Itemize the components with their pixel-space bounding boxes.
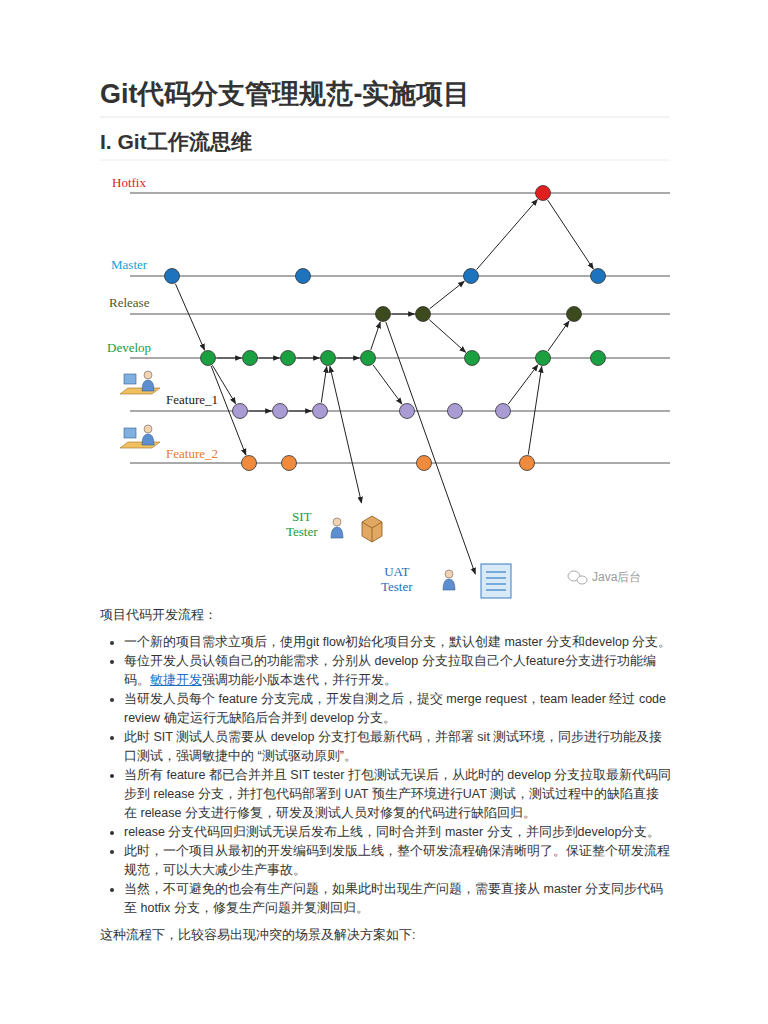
paragraph: 项目代码开发流程： (100, 606, 672, 625)
commit-dot (400, 404, 415, 419)
commit-dot (165, 269, 180, 284)
merge-arrow (373, 365, 402, 404)
merge-arrow (289, 411, 312, 412)
commit-dot (465, 351, 480, 366)
section-heading: I. Git工作流思维 (100, 128, 252, 156)
commit-dots (165, 186, 606, 471)
bullet-text: 当研发人员每个 feature 分支完成，开发自测之后，提交 merge req… (124, 692, 666, 725)
bullet-text: 此时，一个项目从最初的开发编码到发版上线，整个研发流程确保清晰明了。保证整个研发… (124, 844, 670, 877)
developer-desk-icon (120, 428, 160, 448)
commit-dot (242, 456, 257, 471)
commit-dot (361, 351, 376, 366)
branch-name: Master (110, 257, 148, 272)
commit-dot (591, 269, 606, 284)
merge-arrow (337, 358, 360, 359)
bullet-text: release 分支代码回归测试无误后发布上线，同时合并到 master 分支，… (124, 825, 660, 839)
document-icon (481, 564, 511, 598)
commit-dot (376, 307, 391, 322)
bullet-list: 一个新的项目需求立项后，使用git flow初始化项目分支，默认创建 maste… (100, 633, 672, 918)
commit-dot (233, 404, 248, 419)
commit-dot (296, 269, 311, 284)
rule-line (100, 117, 670, 118)
person-icon (331, 518, 343, 538)
merge-arrow (508, 365, 538, 404)
branch-line (130, 314, 670, 315)
branch-name: Hotfix (111, 175, 147, 190)
merge-arrow (548, 200, 594, 269)
bullet-item: 此时 SIT 测试人员需要从 develop 分支打包最新代码，并部署 sit … (124, 728, 672, 766)
bullet-item: 当研发人员每个 feature 分支完成，开发自测之后，提交 merge req… (124, 690, 672, 728)
merge-arrow (477, 199, 538, 269)
branch-line (130, 193, 670, 194)
commit-dot (313, 404, 328, 419)
commit-dot (273, 404, 288, 419)
commit-dot (536, 186, 551, 201)
merge-arrow (429, 320, 465, 353)
commit-dot (417, 456, 432, 471)
commit-dot (448, 404, 463, 419)
watermark: Java后台 (592, 569, 641, 586)
person-icon (443, 570, 455, 590)
merge-arrow (386, 322, 475, 574)
link-text: 敏捷开发 (150, 673, 202, 687)
commit-dot (243, 351, 258, 366)
merge-arrow (528, 366, 541, 454)
merge-arrow (330, 366, 362, 503)
branch-lanes (130, 193, 670, 463)
page-title: Git代码分支管理规范-实施项目 (100, 76, 471, 112)
bullet-item: release 分支代码回归测试无误后发布上线，同时合并到 master 分支，… (124, 823, 672, 842)
wechat-icon (568, 571, 587, 584)
package-icon (362, 516, 382, 542)
commit-dot (464, 269, 479, 284)
person-icon (142, 371, 154, 391)
developer-desk-icon (120, 374, 160, 394)
paragraph: 这种流程下，比较容易出现冲突的场景及解决方案如下: (100, 926, 672, 945)
merge-arrow (249, 411, 272, 412)
bullet-item: 当所有 feature 都已合并并且 SIT tester 打包测试无误后，从此… (124, 766, 672, 823)
merge-arrow (259, 358, 280, 359)
merge-arrow (548, 321, 569, 351)
person-icon (142, 425, 154, 445)
commit-dot (282, 456, 297, 471)
merge-arrow (392, 314, 415, 315)
bullet-item: 每位开发人员认领自己的功能需求，分别从 develop 分支拉取自己个人feat… (124, 652, 672, 690)
merge-arrow (297, 358, 320, 359)
bullet-text: 一个新的项目需求立项后，使用git flow初始化项目分支，默认创建 maste… (124, 635, 671, 649)
branch-name: Feature_1 (165, 392, 219, 407)
branch-line (130, 463, 670, 464)
bullet-item: 此时，一个项目从最初的开发编码到发版上线，整个研发流程确保清晰明了。保证整个研发… (124, 842, 672, 880)
branch-name: Release (108, 295, 150, 310)
body-text: 项目代码开发流程： 一个新的项目需求立项后，使用git flow初始化项目分支，默… (100, 606, 672, 953)
commit-dot (321, 351, 336, 366)
commit-dot (281, 351, 296, 366)
merge-arrow (321, 366, 326, 402)
commit-dot (416, 307, 431, 322)
merge-arrows (175, 199, 593, 574)
commit-dot (520, 456, 535, 471)
tester-label: UAT Tester (381, 564, 413, 594)
merge-arrow (371, 322, 381, 350)
rule-line (100, 160, 670, 161)
tester-label: SIT Tester (286, 509, 318, 539)
bullet-item: 当然，不可避免的也会有生产问题，如果此时出现生产问题，需要直接从 master … (124, 880, 672, 918)
merge-arrow (175, 284, 204, 350)
merge-arrow (217, 358, 242, 359)
commit-dot (496, 404, 511, 419)
bullet-text: 强调功能小版本迭代，并行开发。 (202, 673, 397, 687)
branch-name: Feature_2 (165, 446, 219, 461)
bullet-text: 当所有 feature 都已合并并且 SIT tester 打包测试无误后，从此… (124, 768, 672, 820)
merge-arrow (430, 281, 465, 308)
bullet-item: 一个新的项目需求立项后，使用git flow初始化项目分支，默认创建 maste… (124, 633, 672, 652)
branch-name: Develop (106, 340, 152, 355)
bullet-text: 当然，不可避免的也会有生产问题，如果此时出现生产问题，需要直接从 master … (124, 882, 663, 915)
commit-dot (567, 307, 582, 322)
bullet-text: 此时 SIT 测试人员需要从 develop 分支打包最新代码，并部署 sit … (124, 730, 662, 763)
commit-dot (591, 351, 606, 366)
commit-dot (536, 351, 551, 366)
branch-line (130, 276, 670, 277)
commit-dot (201, 351, 216, 366)
icons (120, 371, 587, 598)
